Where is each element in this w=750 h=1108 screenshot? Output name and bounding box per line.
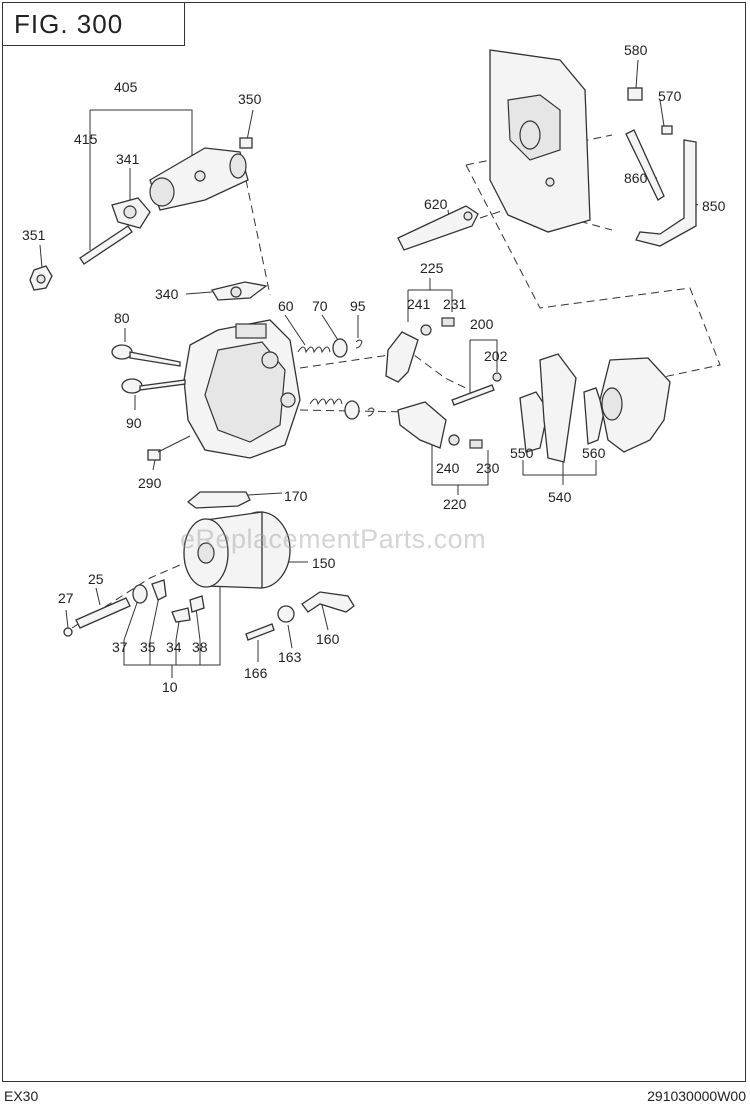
callout-220: 220	[443, 496, 467, 512]
exhaust-flange-405	[149, 147, 249, 211]
diagram-frame	[2, 2, 746, 1082]
rocker-arm-225	[385, 317, 455, 383]
gasket-340	[210, 281, 268, 301]
bolt-350	[239, 137, 253, 149]
callout-160: 160	[316, 631, 340, 647]
cylinder-head	[183, 319, 301, 459]
callout-415: 415	[74, 131, 98, 147]
callout-560: 560	[582, 445, 606, 461]
guard-860	[625, 129, 665, 201]
stud-415	[79, 225, 133, 265]
callout-labels: 405 350 415 341 351 340 60 70 95 80 90 2…	[22, 42, 726, 695]
nut-351	[29, 265, 53, 291]
callout-163: 163	[278, 649, 302, 665]
muffler	[489, 49, 591, 233]
callout-27: 27	[58, 590, 74, 606]
collet-95	[355, 339, 375, 417]
callout-170: 170	[284, 488, 308, 504]
camshaft-parts-10	[132, 579, 205, 623]
callout-70: 70	[312, 298, 328, 314]
callout-150: 150	[312, 555, 336, 571]
callout-38: 38	[192, 639, 208, 655]
bolt-290	[147, 435, 191, 461]
rocker-shaft-202	[451, 372, 502, 406]
callout-80: 80	[114, 310, 130, 326]
callout-225: 225	[420, 260, 444, 276]
callout-570: 570	[658, 88, 682, 104]
figure-title: FIG. 300	[14, 9, 124, 39]
carburetor-540	[519, 353, 671, 463]
valve-90	[121, 378, 186, 394]
callout-231: 231	[443, 296, 467, 312]
callout-60: 60	[278, 298, 294, 314]
gasket-341	[111, 197, 151, 229]
camshaft-gear-150	[183, 511, 291, 589]
guide-170	[186, 491, 251, 509]
callout-230: 230	[476, 460, 500, 476]
callout-350: 350	[238, 91, 262, 107]
valve-80	[111, 344, 181, 367]
callout-35: 35	[140, 639, 156, 655]
callout-351: 351	[22, 227, 46, 243]
watermark: eReplacementParts.com	[180, 524, 487, 554]
callout-620: 620	[424, 196, 448, 212]
callout-34: 34	[166, 639, 182, 655]
callout-202: 202	[484, 348, 508, 364]
callout-240: 240	[436, 460, 460, 476]
rocker-arm-220	[397, 401, 483, 449]
callout-37: 37	[112, 639, 128, 655]
callout-95: 95	[350, 298, 366, 314]
shaft-25	[75, 597, 131, 629]
callout-540: 540	[548, 489, 572, 505]
callout-290: 290	[138, 475, 162, 491]
callout-341: 341	[116, 151, 140, 167]
ring-27	[63, 627, 73, 637]
bracket-620	[397, 205, 479, 251]
callout-580: 580	[624, 42, 648, 58]
callout-166: 166	[244, 665, 268, 681]
bolt-580	[627, 87, 643, 101]
spring-163	[277, 605, 295, 623]
pipe-850	[635, 139, 697, 247]
footer-code: 291030000W00	[647, 1088, 746, 1104]
footer-model: EX30	[4, 1088, 39, 1104]
callout-10: 10	[162, 679, 178, 695]
nut-570	[661, 125, 673, 135]
figure-title-box: FIG. 300	[2, 2, 185, 46]
valve-spring-60	[297, 346, 343, 406]
callout-200: 200	[470, 316, 494, 332]
cam-follower-160	[301, 591, 355, 613]
retainer-70	[332, 338, 360, 420]
callout-405: 405	[114, 79, 138, 95]
callout-550: 550	[510, 445, 534, 461]
callout-90: 90	[126, 415, 142, 431]
callout-25: 25	[88, 571, 104, 587]
callout-241: 241	[407, 296, 431, 312]
pin-166	[245, 623, 275, 641]
callout-850: 850	[702, 198, 726, 214]
callout-340: 340	[155, 286, 179, 302]
callout-860: 860	[624, 170, 648, 186]
